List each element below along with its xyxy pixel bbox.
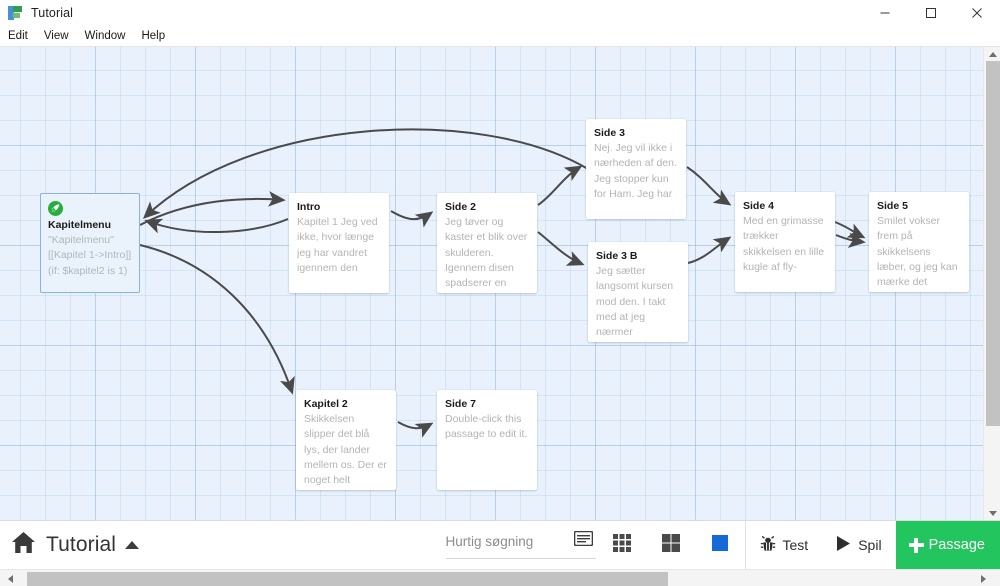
test-button-label: Test — [782, 537, 809, 553]
menu-item-window[interactable]: Window — [84, 29, 126, 42]
bug-icon — [760, 535, 776, 555]
plus-icon — [908, 537, 924, 553]
scroll-down-arrow-icon[interactable] — [984, 506, 1000, 520]
passage-title: Kapitelmenu — [48, 219, 112, 231]
passage-card-kapitel2[interactable]: Kapitel 2 Skikkelsen slipper det blå lys… — [296, 390, 396, 490]
passage-title: Side 7 — [445, 398, 476, 410]
passage-excerpt: Jeg tøver og kaster et blik over skulder… — [445, 216, 528, 290]
scroll-up-arrow-icon[interactable] — [984, 47, 1000, 61]
vertical-scrollbar[interactable] — [983, 47, 1000, 520]
menu-item-view[interactable]: View — [43, 29, 69, 42]
passage-card-side5[interactable]: Side 5 Smilet vokser frem på skikkelsens… — [869, 192, 969, 292]
passage-card-kapitelmenu[interactable]: Kapitelmenu "Kapitelmenu" [[Kapitel 1->I… — [40, 193, 140, 293]
play-button[interactable]: Spil — [822, 521, 895, 569]
scroll-right-arrow-icon[interactable] — [975, 570, 992, 586]
vertical-scrollbar-thumb[interactable] — [986, 61, 1000, 426]
passage-card-side4[interactable]: Side 4 Med en grimasse trækker skikkelse… — [735, 192, 835, 292]
play-icon — [836, 535, 851, 555]
passage-title: Side 3 — [594, 127, 625, 139]
maximize-button[interactable] — [908, 0, 954, 26]
passage-excerpt: Double-click this passage to edit it. — [445, 413, 528, 441]
link-kapitelmenu-kapitel2 — [139, 244, 295, 395]
search-input[interactable]: Hurtig søgning — [445, 533, 534, 549]
passage-title: Side 4 — [743, 200, 774, 212]
passage-title: Kapitel 2 — [304, 398, 348, 410]
passage-card-side2[interactable]: Side 2 Jeg tøver og kaster et blik over … — [437, 193, 537, 293]
play-button-label: Spil — [858, 537, 882, 553]
link-side4-side5-b — [835, 232, 866, 248]
home-icon — [11, 531, 36, 559]
passage-title: Intro — [297, 201, 321, 213]
link-side3b-side4 — [687, 236, 732, 264]
passage-excerpt: Skikkelsen slipper det blå lys, der land… — [304, 413, 387, 487]
passage-excerpt: Kapitel 1 Jeg ved ikke, hvor længe jeg h… — [297, 216, 378, 274]
menu-item-help[interactable]: Help — [141, 29, 166, 42]
passage-excerpt: Smilet vokser frem på skikkelsens læber,… — [877, 215, 958, 289]
title-bar: Tutorial — [0, 0, 1000, 26]
passage-card-side3[interactable]: Side 3 Nej. Jeg vil ikke i nærheden af d… — [586, 119, 686, 219]
rocket-icon — [48, 201, 63, 216]
passage-card-side7[interactable]: Side 7 Double-click this passage to edit… — [437, 390, 537, 490]
single-square-icon — [712, 534, 729, 556]
passage-title: Side 2 — [445, 201, 476, 213]
horizontal-scrollbar-thumb[interactable] — [27, 572, 668, 586]
link-side2-side3b — [537, 231, 585, 266]
link-intro-kapitelmenu — [144, 218, 289, 234]
link-intro-side2 — [390, 210, 434, 228]
add-passage-button[interactable]: Passage — [895, 521, 1000, 569]
home-button[interactable] — [11, 531, 36, 559]
search-underline — [445, 558, 596, 559]
window-title: Tutorial — [31, 5, 74, 20]
zoom-level-medium-button[interactable] — [598, 521, 647, 569]
menu-item-edit[interactable]: Edit — [8, 29, 28, 42]
add-passage-label: Passage — [928, 537, 985, 553]
close-button[interactable] — [954, 0, 1000, 26]
passage-excerpt: Jeg sætter langsomt kursen mod den. I ta… — [596, 265, 674, 339]
caret-up-icon[interactable] — [125, 541, 140, 549]
passage-title: Side 5 — [877, 200, 908, 212]
grid-3x3-icon — [612, 533, 632, 558]
toolbar-divider — [744, 521, 746, 569]
link-side3-kapitelmenu — [142, 128, 589, 219]
twine-logo-icon — [8, 5, 24, 21]
scroll-left-arrow-icon[interactable] — [2, 570, 19, 586]
bottom-toolbar: Tutorial Hurtig søgning — [0, 520, 1000, 569]
passage-excerpt: Nej. Jeg vil ikke i nærheden af den. Jeg… — [594, 142, 677, 200]
link-kapitel2-side7 — [397, 421, 434, 438]
passage-title: Side 3 B — [596, 250, 638, 262]
horizontal-scrollbar[interactable] — [0, 569, 1000, 586]
window-controls — [862, 0, 1000, 26]
story-map-canvas[interactable]: Kapitelmenu "Kapitelmenu" [[Kapitel 1->I… — [0, 47, 983, 520]
zoom-level-largest-button[interactable] — [696, 521, 745, 569]
passage-card-intro[interactable]: Intro Kapitel 1 Jeg ved ikke, hvor længe… — [289, 193, 389, 293]
story-details-icon[interactable] — [573, 530, 593, 551]
zoom-level-large-button[interactable] — [647, 521, 696, 569]
zoom-level-group — [598, 521, 745, 569]
minimize-button[interactable] — [862, 0, 908, 26]
story-name-label[interactable]: Tutorial — [46, 533, 117, 556]
grid-2x2-icon — [661, 533, 681, 558]
quick-search[interactable]: Hurtig søgning — [445, 530, 596, 559]
menu-bar: Edit View Window Help — [0, 26, 1000, 47]
passage-excerpt: "Kapitelmenu" [[Kapitel 1->Intro]] (if: … — [48, 234, 132, 277]
passage-card-side3b[interactable]: Side 3 B Jeg sætter langsomt kursen mod … — [588, 242, 688, 342]
link-side2-side3 — [537, 165, 583, 206]
link-arrows-layer — [139, 128, 866, 438]
link-side3-side4 — [686, 166, 732, 206]
test-button[interactable]: Test — [746, 521, 823, 569]
passage-excerpt: Med en grimasse trækker skikkelsen en li… — [743, 215, 825, 273]
link-side4-side5 — [834, 221, 866, 239]
